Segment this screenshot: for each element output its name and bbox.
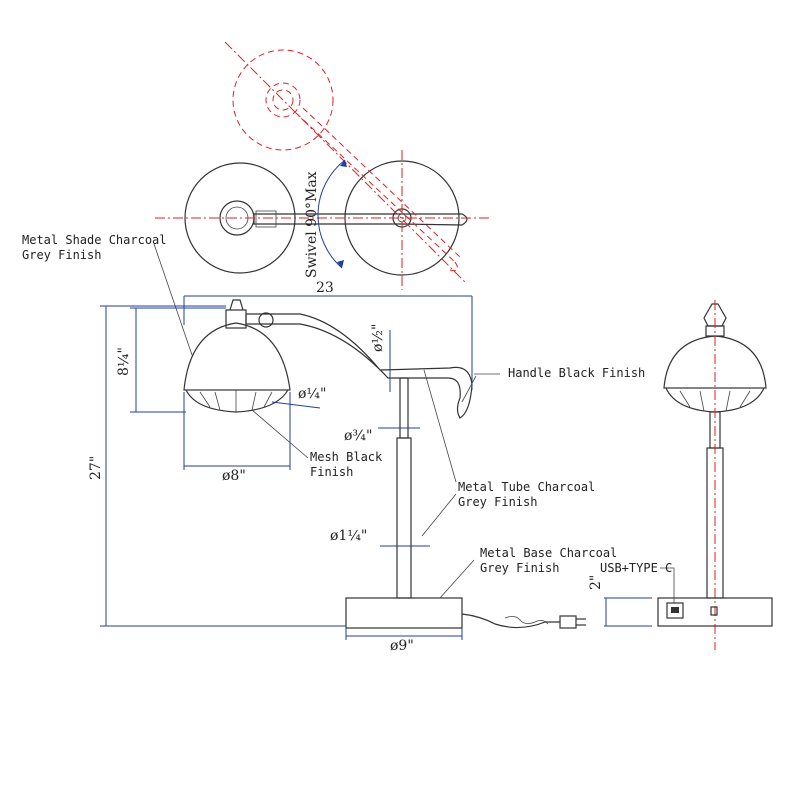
label-shade: Metal Shade Charcoal bbox=[22, 233, 167, 247]
label-mesh-2: Finish bbox=[310, 465, 353, 479]
lamp-base bbox=[345, 597, 463, 629]
label-handle: Handle Black Finish bbox=[508, 366, 645, 380]
top-view-arm bbox=[253, 213, 468, 226]
usb-port[interactable] bbox=[666, 602, 684, 619]
side-view: 2" USB+TYPE C bbox=[588, 300, 773, 650]
label-mesh: Mesh Black bbox=[310, 450, 383, 464]
lamp-socket bbox=[225, 309, 247, 329]
type-c-port[interactable] bbox=[710, 606, 718, 616]
swivel-arc bbox=[317, 159, 346, 269]
power-cord bbox=[461, 613, 560, 629]
label-tube-2: Grey Finish bbox=[458, 495, 537, 509]
top-view: Swivel 90°Max bbox=[155, 41, 490, 290]
label-shade-2: Grey Finish bbox=[22, 248, 101, 262]
dim-mesh-gap: ø¼" bbox=[298, 386, 326, 402]
dim-shade-dia: ø8" bbox=[222, 468, 246, 484]
lamp-arm bbox=[245, 313, 473, 419]
dim-arm-dia: ø½" bbox=[370, 324, 386, 352]
label-usb: USB+TYPE C bbox=[600, 561, 672, 575]
label-base: Metal Base Charcoal bbox=[480, 546, 617, 560]
front-view: 23 27" 8¼" ø8" ø¼" ø½" ø¾" ø1¼" ø9" bbox=[22, 233, 645, 654]
dim-width-total: 23 bbox=[316, 280, 334, 296]
dim-upper-tube: ø¾" bbox=[344, 428, 372, 444]
label-base-2: Grey Finish bbox=[480, 561, 559, 575]
upper-tube bbox=[399, 377, 409, 439]
swivel-ghost-circle bbox=[232, 49, 334, 151]
side-base bbox=[657, 597, 773, 627]
dim-base-height: 2" bbox=[588, 575, 604, 590]
lower-tube bbox=[396, 437, 412, 599]
dim-lower-tube: ø1¼" bbox=[330, 528, 367, 544]
dim-height-total: 27" bbox=[88, 456, 104, 480]
dim-shade-height: 8¼" bbox=[116, 347, 132, 376]
swivel-label: Swivel 90°Max bbox=[304, 171, 320, 278]
power-plug bbox=[559, 615, 577, 629]
lamp-shade bbox=[183, 322, 291, 391]
label-tube: Metal Tube Charcoal bbox=[458, 480, 595, 494]
dim-base-dia: ø9" bbox=[390, 638, 414, 654]
